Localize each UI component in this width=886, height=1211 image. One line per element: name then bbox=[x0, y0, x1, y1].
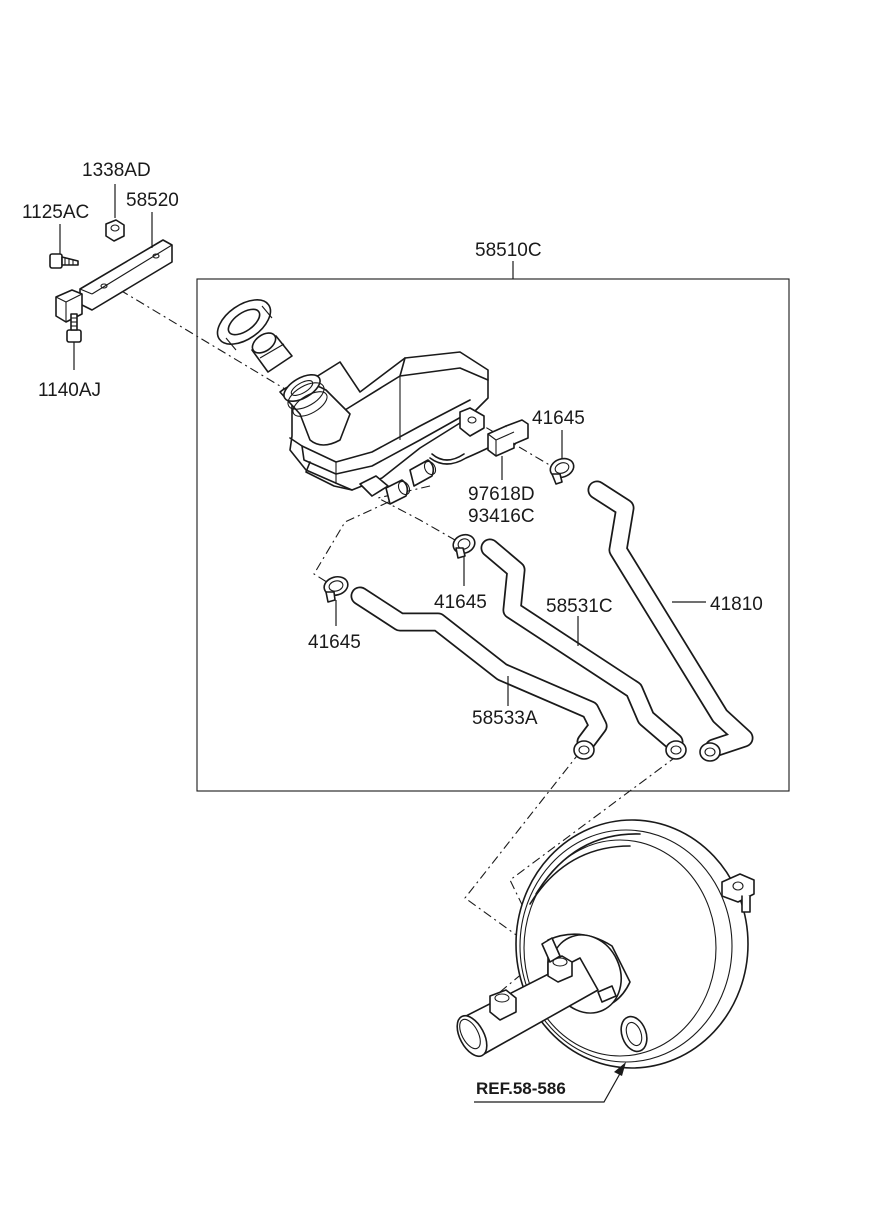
master-cylinder bbox=[456, 937, 617, 1058]
label-ref: REF.58-586 bbox=[476, 1079, 566, 1098]
label-41645-lower: 41645 bbox=[308, 632, 361, 653]
label-1125AC: 1125AC bbox=[22, 202, 89, 223]
label-41810: 41810 bbox=[710, 594, 763, 615]
hose-58531C bbox=[480, 538, 687, 760]
bracket-58520 bbox=[55, 239, 173, 323]
label-41645-upper: 41645 bbox=[532, 408, 585, 429]
ref-arrow bbox=[474, 1062, 626, 1103]
label-58520: 58520 bbox=[126, 190, 179, 211]
label-58510C: 58510C bbox=[475, 240, 542, 261]
label-41645-middle: 41645 bbox=[434, 592, 487, 613]
level-sensor-connector bbox=[429, 419, 529, 465]
label-97618D: 97618D bbox=[468, 484, 535, 505]
label-58533A: 58533A bbox=[472, 708, 538, 729]
assembly-frame bbox=[196, 278, 790, 792]
reservoir-cap bbox=[216, 299, 273, 351]
hose-clamp-41645-upper bbox=[549, 457, 575, 485]
reservoir-tank bbox=[279, 351, 489, 505]
nut-1338AD bbox=[105, 219, 125, 242]
hose-58533A bbox=[350, 586, 608, 760]
label-58531C: 58531C bbox=[546, 596, 613, 617]
label-93416C: 93416C bbox=[468, 506, 535, 527]
hose-clamp-41645-middle bbox=[452, 533, 476, 559]
label-1140AJ: 1140AJ bbox=[38, 380, 101, 401]
hose-41810 bbox=[587, 480, 754, 762]
reservoir-strainer bbox=[251, 332, 293, 373]
hose-clamp-41645-lower bbox=[323, 575, 349, 603]
label-1338AD: 1338AD bbox=[82, 160, 151, 181]
bolt-1140AJ bbox=[66, 313, 82, 343]
bolt-1125AC bbox=[49, 253, 79, 269]
